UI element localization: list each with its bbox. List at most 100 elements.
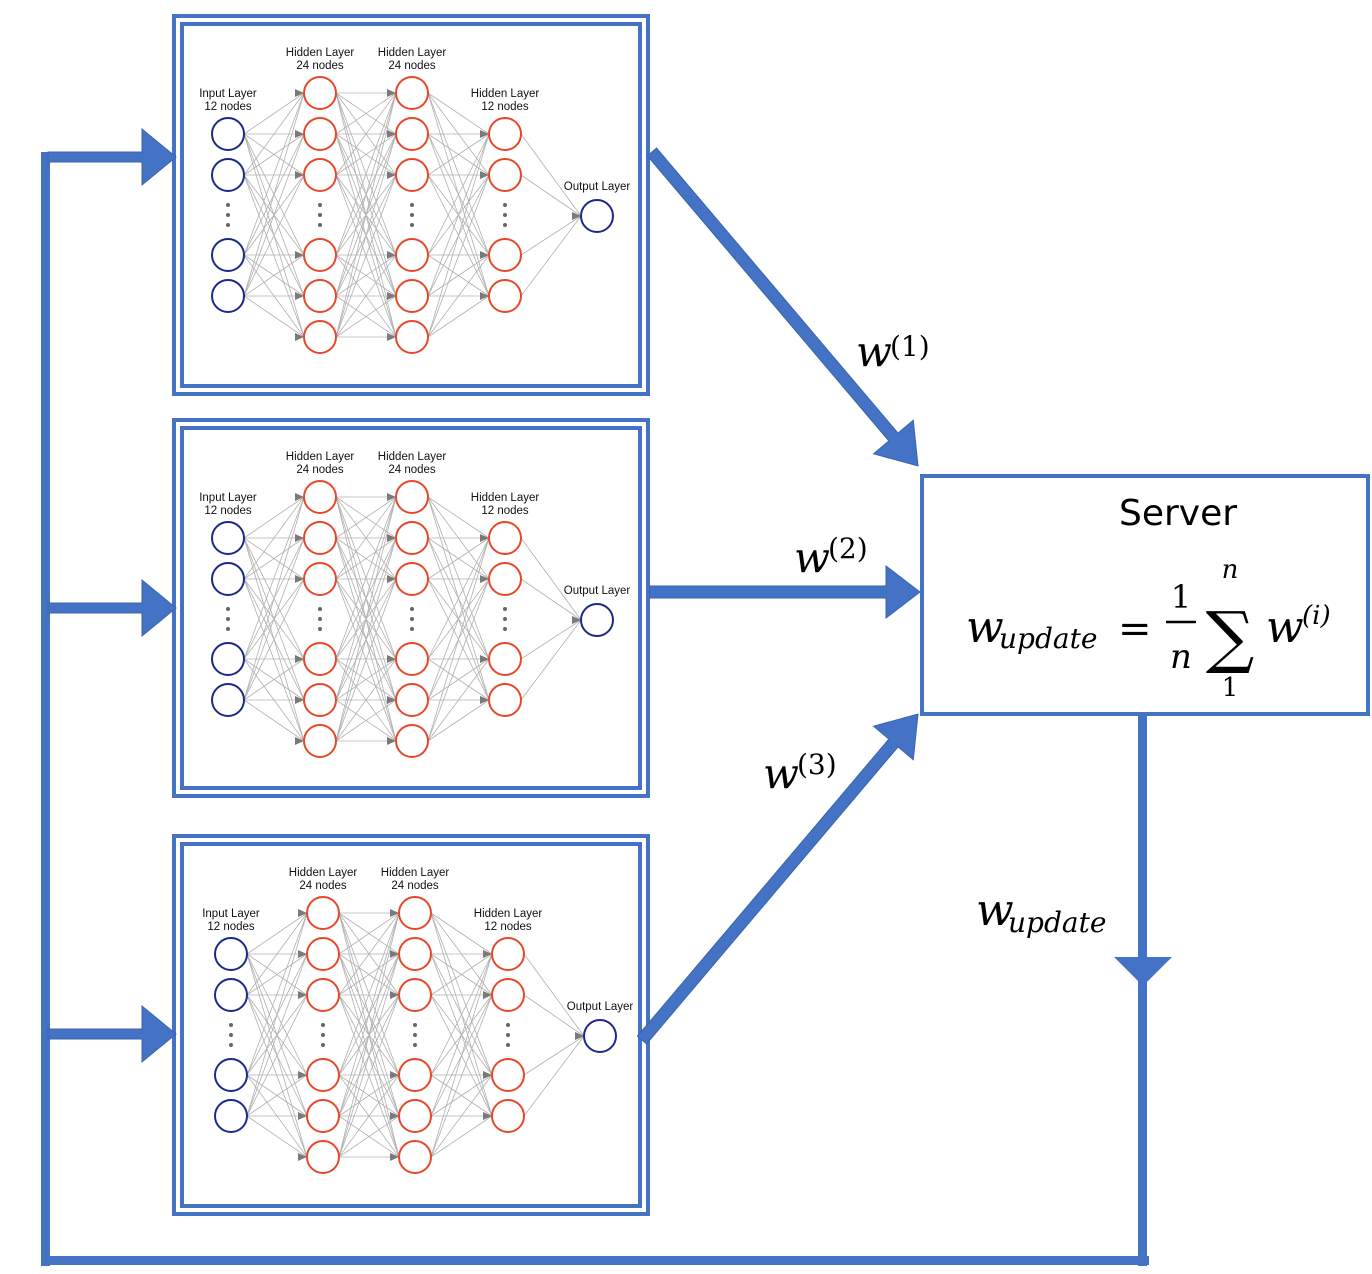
- formula-lhs-base: w: [966, 602, 1004, 653]
- layer-0-nodes: [214, 937, 248, 1133]
- edge: [427, 537, 490, 580]
- neuron-node: [303, 562, 337, 596]
- edge-arrowhead: [387, 89, 396, 97]
- edge-arrowhead: [572, 212, 581, 220]
- edge: [338, 994, 400, 1158]
- edge: [243, 92, 305, 176]
- edge: [243, 254, 305, 297]
- edge: [427, 295, 490, 338]
- neuron-node: [395, 320, 429, 354]
- layer-4-nodes: [580, 603, 614, 637]
- neuron-node: [491, 1099, 525, 1133]
- edge-arrowhead: [295, 575, 304, 583]
- edge-arrowhead: [483, 1112, 492, 1120]
- label-line: 12 nodes: [481, 505, 529, 517]
- edge: [335, 92, 397, 176]
- edge-arrowhead: [483, 1071, 492, 1079]
- weight-label-1-sup: (1): [890, 330, 930, 363]
- edge-arrowhead: [387, 251, 396, 259]
- neuron-node: [303, 279, 337, 313]
- edge: [246, 912, 308, 955]
- edge: [520, 215, 582, 256]
- neuron-node: [398, 1099, 432, 1133]
- neuron-node: [214, 978, 248, 1012]
- weight-label-2-base: w: [794, 533, 830, 582]
- ellipsis-dot: [318, 213, 322, 217]
- neuron-node: [488, 238, 522, 272]
- label-line: Hidden Layer: [474, 908, 543, 920]
- neuron-node: [303, 320, 337, 354]
- ellipsis-dot: [229, 1043, 233, 1047]
- neuron-node: [395, 279, 429, 313]
- label-line: 24 nodes: [391, 880, 439, 892]
- edge: [335, 496, 397, 580]
- neuron-node: [306, 978, 340, 1012]
- edge-arrowhead: [480, 130, 489, 138]
- edge-arrowhead: [575, 1032, 584, 1040]
- edge: [335, 658, 397, 701]
- edge: [243, 537, 305, 701]
- ellipsis-dot: [410, 617, 414, 621]
- edge: [243, 496, 305, 539]
- edge-arrowhead: [387, 575, 396, 583]
- edge: [523, 1035, 585, 1117]
- edge: [243, 133, 305, 297]
- edge: [430, 912, 493, 1076]
- edge: [243, 496, 305, 701]
- edge: [430, 953, 493, 1076]
- layer-1-nodes: [303, 480, 337, 758]
- server-down-line: [1138, 716, 1147, 1266]
- label-line: Output Layer: [564, 181, 631, 193]
- layer-4-nodes: [580, 199, 614, 233]
- edge: [520, 215, 582, 297]
- edge: [246, 994, 308, 1117]
- edge: [520, 619, 582, 701]
- edge: [246, 912, 308, 1117]
- arrow-w2-to-server: [649, 564, 921, 620]
- edge: [427, 92, 490, 135]
- neuron-node: [488, 117, 522, 151]
- neuron-node: [303, 238, 337, 272]
- edge-arrowhead: [390, 1153, 399, 1161]
- formula-term-sup: (i): [1302, 601, 1331, 631]
- edge-arrowhead: [390, 1071, 399, 1079]
- neuron-node: [488, 642, 522, 676]
- edge-arrowhead: [295, 655, 304, 663]
- feedback-bottom-line: [41, 1256, 1149, 1265]
- edge: [427, 537, 490, 742]
- ellipsis-dot: [410, 627, 414, 631]
- neuron-node: [398, 937, 432, 971]
- edge: [427, 92, 490, 256]
- label-line: Hidden Layer: [378, 451, 447, 463]
- edge: [427, 578, 490, 742]
- edge: [523, 994, 585, 1037]
- edge: [338, 912, 400, 1158]
- server-box: [920, 474, 1370, 716]
- neuron-node: [580, 199, 614, 233]
- edge: [243, 174, 305, 338]
- edge: [430, 912, 493, 955]
- layer-2-nodes: [395, 480, 429, 758]
- edge-arrowhead: [298, 1071, 307, 1079]
- neuron-node: [211, 238, 245, 272]
- neuron-node: [488, 279, 522, 313]
- edge-arrowhead: [295, 737, 304, 745]
- neuron-node: [211, 562, 245, 596]
- label-line: Hidden Layer: [289, 867, 358, 879]
- edge: [335, 578, 397, 742]
- ellipsis-dot: [318, 627, 322, 631]
- label-line: Output Layer: [564, 585, 631, 597]
- neuron-node: [491, 1058, 525, 1092]
- label-line: 24 nodes: [388, 464, 436, 476]
- edge: [335, 92, 397, 256]
- ellipsis-dot: [318, 223, 322, 227]
- ellipsis-dot: [503, 213, 507, 217]
- label-line: Hidden Layer: [471, 88, 540, 100]
- edge: [430, 1074, 493, 1158]
- layer-2-nodes: [398, 896, 432, 1174]
- weight-label-1-base: w: [856, 327, 892, 376]
- edge: [335, 133, 397, 176]
